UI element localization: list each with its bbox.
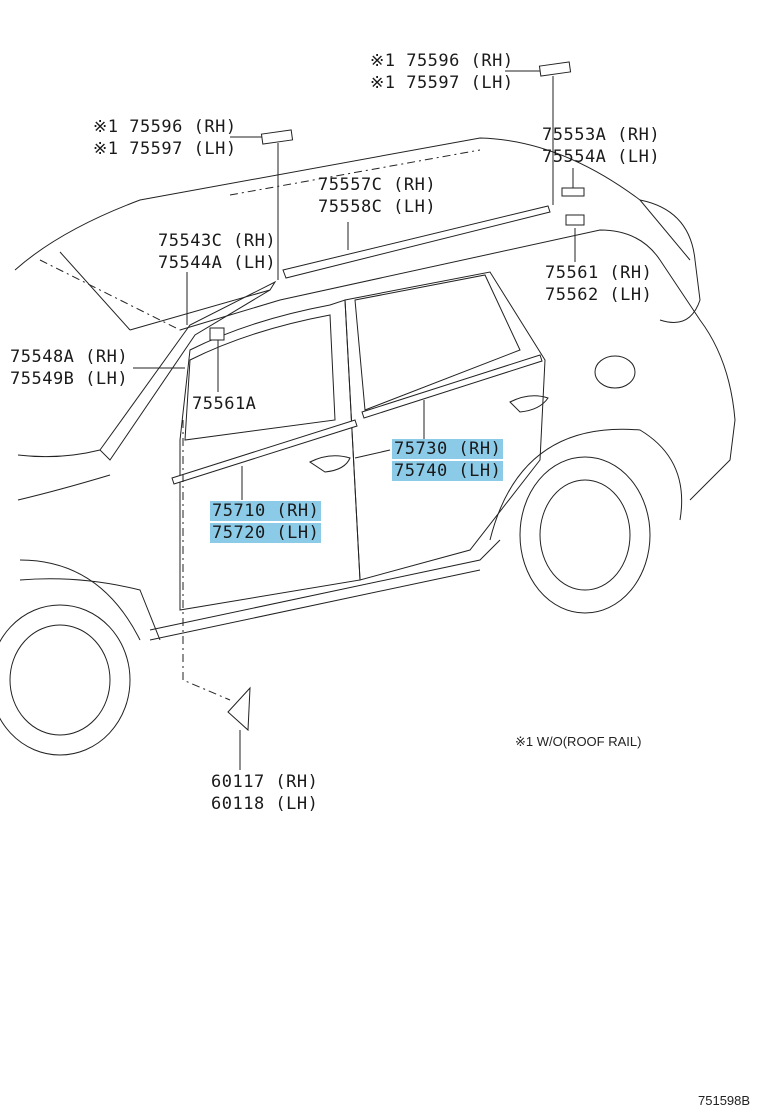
fender-line (19, 578, 161, 641)
front-handle (309, 455, 351, 473)
rear-wheel (519, 456, 651, 614)
callout-line-highlighted[interactable]: 75710 (RH) (210, 501, 322, 521)
callout-roof-clip-upper: ※1 75596 (RH) ※1 75597 (LH) (370, 50, 514, 94)
roof-dash-2 (229, 149, 481, 196)
callout-line: 75561A (192, 394, 257, 414)
a-pillar (99, 280, 277, 461)
figure-code: 751598B (698, 1093, 751, 1108)
front-wheel-inner (9, 624, 111, 736)
callout-line: 75558C (LH) (318, 197, 437, 217)
callout-line: ※1 75596 (RH) (370, 51, 514, 71)
callout-line-highlighted[interactable]: 75720 (LH) (210, 523, 322, 543)
callout-line: 75543C (RH) (158, 231, 277, 251)
roof-outline (14, 137, 691, 271)
callout-roof-clip-lower: ※1 75596 (RH) ※1 75597 (LH) (93, 116, 237, 160)
callout-line: 75557C (RH) (318, 175, 437, 195)
roof-clip-left (260, 129, 294, 145)
callout-line-highlighted[interactable]: 75740 (LH) (392, 461, 504, 481)
callout-rear-clip: 75553A (RH) 75554A (LH) (542, 124, 660, 168)
rear-handle (509, 395, 549, 413)
callout-line-highlighted[interactable]: 75730 (RH) (392, 439, 504, 459)
roof-clip-top (538, 61, 572, 77)
rear-door (344, 271, 546, 581)
front-wheel (0, 604, 131, 756)
rear-window (354, 274, 521, 411)
rear-wheel-inner (539, 479, 631, 591)
rear-fastener (565, 214, 585, 226)
callout-rear-fastener: 75561 (RH) 75562 (LH) (545, 262, 652, 306)
front-wheel-arch (19, 559, 141, 641)
callout-line: ※1 75597 (LH) (93, 139, 237, 159)
front-door (179, 299, 361, 611)
callout-front-belt-molding: 75710 (RH) 75720 (LH) (210, 500, 322, 544)
callout-line: 75554A (LH) (542, 147, 661, 167)
hood-line (17, 449, 111, 501)
callout-rear-belt-molding: 75730 (RH) 75740 (LH) (392, 438, 504, 482)
rear-belt-molding (361, 354, 543, 419)
leader-c9-handle (354, 449, 391, 459)
callout-line: ※1 75597 (LH) (370, 73, 514, 93)
rocker (149, 539, 501, 641)
callout-fender-garnish: 60117 (RH) 60118 (LH) (211, 771, 318, 815)
callout-line: 60118 (LH) (211, 794, 319, 814)
front-window (184, 314, 336, 441)
callout-line: 75544A (LH) (158, 253, 277, 273)
callout-line: 75548A (RH) (10, 347, 129, 367)
callout-line: 60117 (RH) (211, 772, 319, 792)
callout-line: 75562 (LH) (545, 285, 653, 305)
callout-pillar-clip: 75561A (192, 393, 256, 415)
rear-clip (561, 187, 585, 197)
footnote: ※1 W/O(ROOF RAIL) (515, 734, 642, 749)
callout-windshield-molding: 75548A (RH) 75549B (LH) (10, 346, 128, 390)
callout-pillar-molding: 75543C (RH) 75544A (LH) (158, 230, 276, 274)
callout-line: 75553A (RH) (542, 125, 661, 145)
callout-line: 75549B (LH) (10, 369, 129, 389)
roof-dash-1 (39, 259, 181, 331)
front-belt-molding (171, 419, 358, 485)
pillar-clip (209, 327, 225, 341)
roof-molding (282, 205, 551, 279)
callout-roof-molding: 75557C (RH) 75558C (LH) (318, 174, 436, 218)
body-top-line (179, 229, 736, 501)
fender-garnish (227, 686, 251, 732)
rear-wheel-arch (489, 428, 683, 541)
fuel-door (594, 355, 636, 389)
quarter-panel (639, 199, 701, 323)
callout-line: ※1 75596 (RH) (93, 117, 237, 137)
leader-c11-dash (182, 420, 231, 701)
callout-line: 75561 (RH) (545, 263, 653, 283)
